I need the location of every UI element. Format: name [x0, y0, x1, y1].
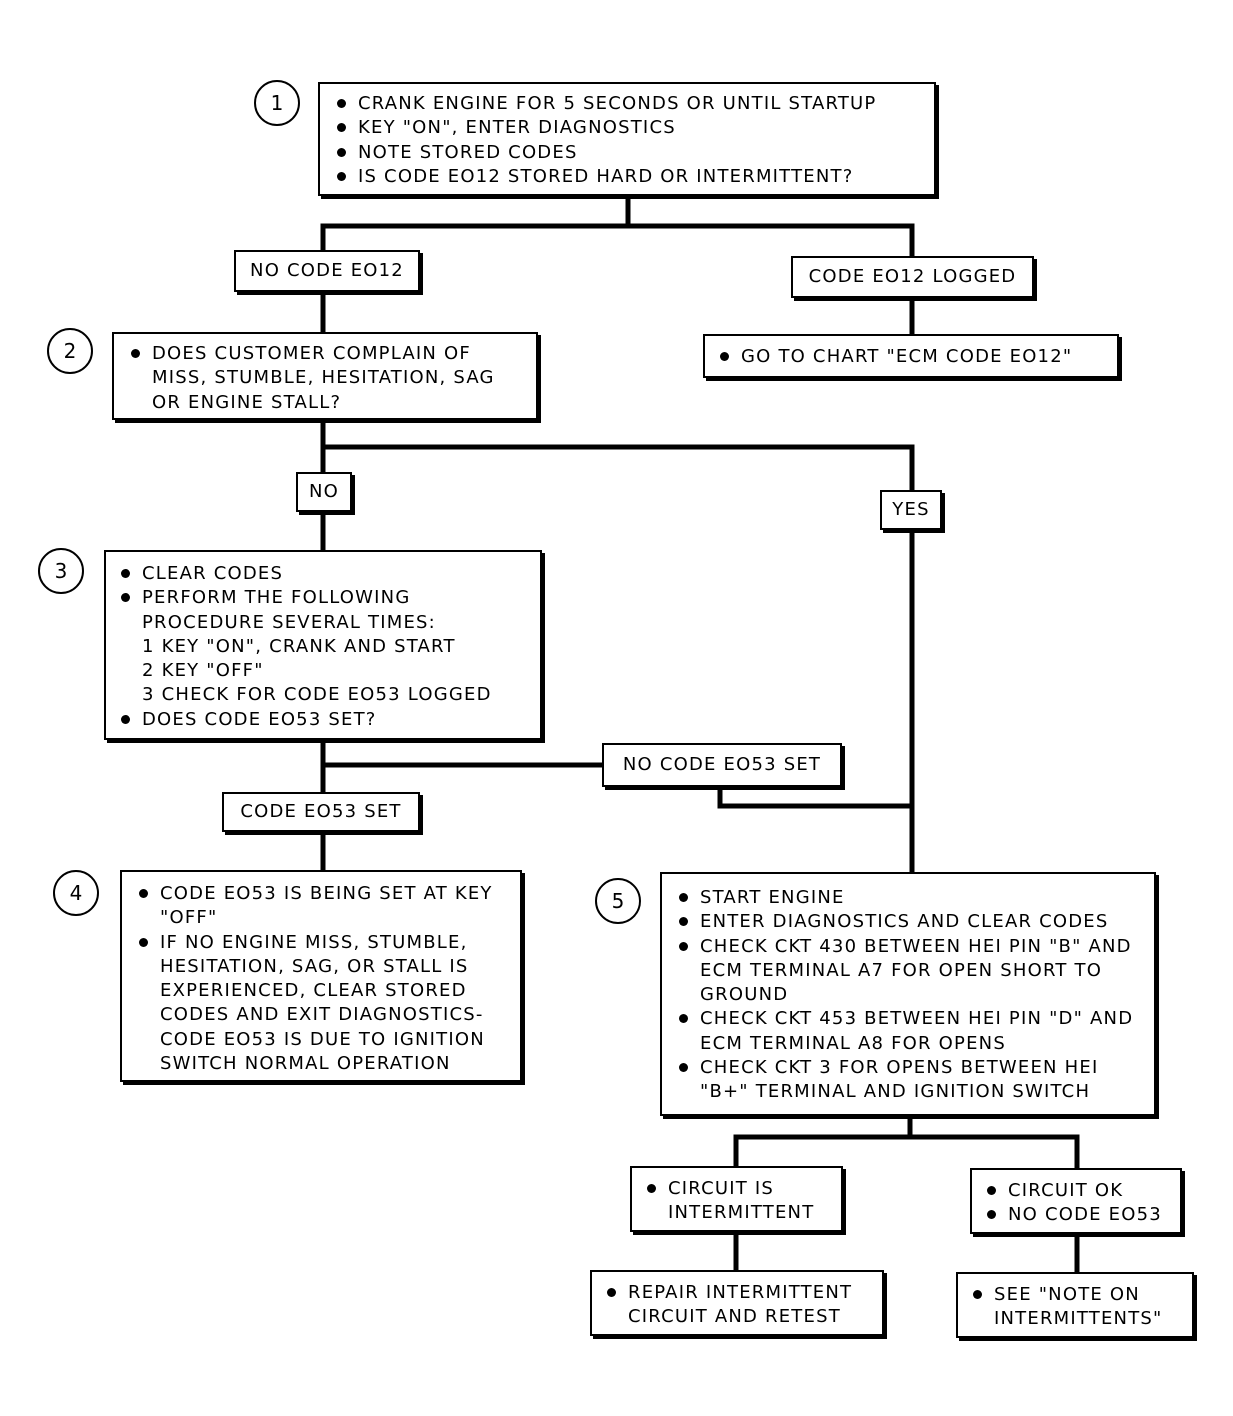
step-1-item: KEY "ON", ENTER DIAGNOSTICS [334, 116, 924, 140]
outcome-repair: REPAIR INTERMITTENT CIRCUIT AND RETEST [590, 1270, 884, 1336]
label-no-code-eo12: NO CODE EO12 [234, 250, 420, 292]
outcome-circuit-ok-text: CIRCUIT OK [984, 1179, 1172, 1203]
step-3-item: PERFORM THE FOLLOWING PROCEDURE SEVERAL … [118, 586, 532, 635]
step-3-sub-item: 1 KEY "ON", CRANK AND START [142, 635, 456, 657]
step-5-item: CHECK CKT 430 BETWEEN HEI PIN "B" AND EC… [676, 935, 1146, 1008]
label-code-eo12-logged: CODE EO12 LOGGED [791, 256, 1034, 298]
step-5-item: START ENGINE [676, 886, 1146, 910]
outcome-see-note-text: SEE "NOTE ON INTERMITTENTS" [970, 1283, 1184, 1332]
outcome-circuit-intermittent: CIRCUIT IS INTERMITTENT [630, 1166, 843, 1232]
step-number-2: 2 [47, 328, 93, 374]
outcome-go-to-chart-text: GO TO CHART "ECM CODE EO12" [717, 345, 1107, 369]
connector-step2-branch [320, 417, 915, 493]
outcome-no-code-eo53-text: NO CODE EO53 [984, 1203, 1172, 1227]
step-1-item: NOTE STORED CODES [334, 141, 924, 165]
outcome-circuit-intermittent-text: CIRCUIT IS INTERMITTENT [644, 1177, 829, 1226]
step-5-item: ENTER DIAGNOSTICS AND CLEAR CODES [676, 910, 1146, 934]
connector-step1-branch [320, 193, 915, 261]
label-no: NO [296, 472, 352, 512]
connector-no-eo53-to-yes-line [717, 784, 915, 809]
step-5-item: CHECK CKT 3 FOR OPENS BETWEEN HEI "B+" T… [676, 1056, 1146, 1105]
label-yes: YES [880, 490, 942, 530]
step-4-item: IF NO ENGINE MISS, STUMBLE, HESITATION, … [136, 931, 512, 1077]
step-1-item: IS CODE EO12 STORED HARD OR INTERMITTENT… [334, 165, 924, 189]
step-1-box: CRANK ENGINE FOR 5 SECONDS OR UNTIL STAR… [318, 82, 936, 196]
step-5-item: CHECK CKT 453 BETWEEN HEI PIN "D" AND EC… [676, 1007, 1146, 1056]
step-number-3: 3 [38, 548, 84, 594]
step-3-sub-item: 3 CHECK FOR CODE EO53 LOGGED [142, 684, 492, 706]
step-3-item: DOES CODE EO53 SET? [118, 708, 532, 732]
outcome-see-note: SEE "NOTE ON INTERMITTENTS" [956, 1272, 1194, 1338]
step-number-4: 4 [53, 870, 99, 916]
step-2-box: DOES CUSTOMER COMPLAIN OF MISS, STUMBLE,… [112, 332, 538, 420]
label-no-code-eo53-set: NO CODE EO53 SET [602, 743, 842, 787]
step-number-1: 1 [254, 80, 300, 126]
step-2-item: DOES CUSTOMER COMPLAIN OF MISS, STUMBLE,… [128, 342, 526, 415]
step-4-item: CODE EO53 IS BEING SET AT KEY "OFF" [136, 882, 512, 931]
connector-step3-branch [320, 737, 605, 795]
step-3-item: CLEAR CODES [118, 562, 532, 586]
outcome-circuit-ok: CIRCUIT OK NO CODE EO53 [970, 1168, 1182, 1234]
outcome-repair-text: REPAIR INTERMITTENT CIRCUIT AND RETEST [604, 1281, 874, 1330]
connector-step5-branch [733, 1113, 1080, 1171]
outcome-go-to-chart: GO TO CHART "ECM CODE EO12" [703, 334, 1119, 378]
step-1-item: CRANK ENGINE FOR 5 SECONDS OR UNTIL STAR… [334, 92, 924, 116]
step-4-box: CODE EO53 IS BEING SET AT KEY "OFF" IF N… [120, 870, 522, 1082]
step-3-box: CLEAR CODES PERFORM THE FOLLOWING PROCED… [104, 550, 542, 740]
step-5-box: START ENGINE ENTER DIAGNOSTICS AND CLEAR… [660, 872, 1156, 1116]
label-code-eo53-set: CODE EO53 SET [222, 792, 420, 832]
step-number-5: 5 [595, 878, 641, 924]
step-3-sub-item: 2 KEY "OFF" [142, 660, 264, 682]
